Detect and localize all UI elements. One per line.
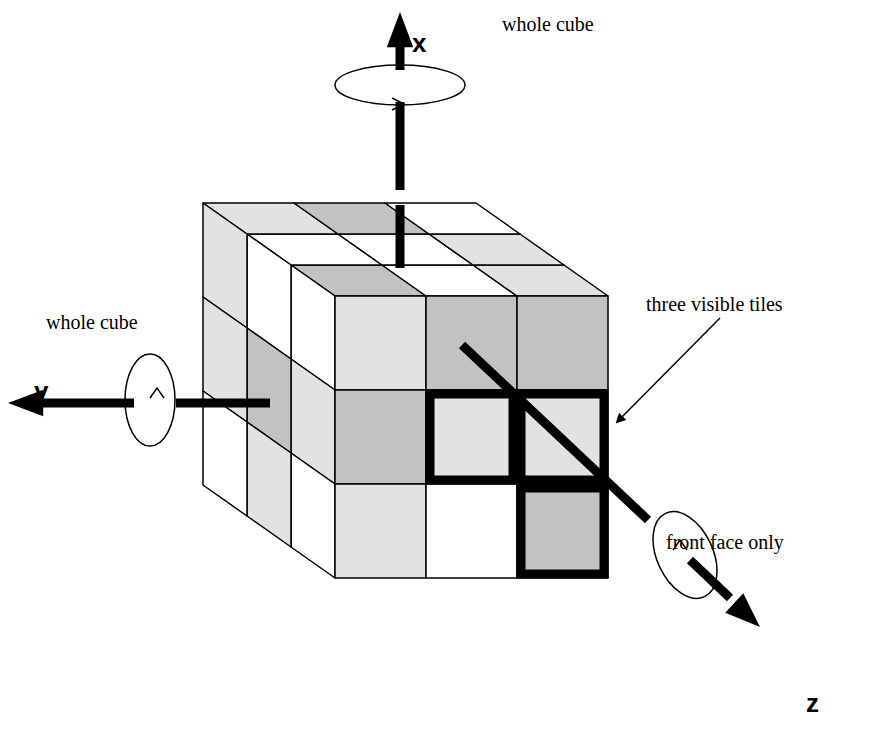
front-tile <box>426 390 517 484</box>
rotation-ellipse <box>125 354 175 446</box>
rotation-arrow <box>150 388 164 398</box>
y-axis <box>40 399 134 408</box>
z-axis <box>462 345 648 520</box>
side-tile <box>203 391 247 516</box>
side-tile <box>291 453 335 578</box>
rotation-ellipse <box>640 501 730 608</box>
annotation-label: whole cube <box>46 312 138 332</box>
top-tile <box>429 234 564 265</box>
x-axis <box>396 45 405 70</box>
front-tile <box>335 296 426 390</box>
annotation-label: front face only <box>666 532 784 552</box>
front-tile <box>426 484 517 578</box>
axis-label: z <box>806 690 819 716</box>
top-tile <box>473 265 608 296</box>
front-tile <box>335 390 426 484</box>
axis-arrowhead <box>387 12 413 47</box>
annotation-label: whole cube <box>502 14 594 34</box>
front-tile <box>335 484 426 578</box>
x-axis <box>396 102 405 190</box>
annotation-label: three visible tiles <box>646 294 783 314</box>
front-tile <box>426 296 517 390</box>
axis-label: y <box>34 378 48 404</box>
highlighted-tile <box>521 488 604 574</box>
side-tile <box>247 422 291 547</box>
rotation-arrow <box>392 98 404 110</box>
axis-arrowhead <box>725 593 760 627</box>
front-tile <box>517 484 608 578</box>
top-tile <box>385 203 520 234</box>
leader-arrow <box>617 318 720 422</box>
axis-label: x <box>412 30 426 56</box>
front-tile <box>517 296 608 390</box>
y-axis <box>176 399 270 408</box>
highlighted-tile <box>430 394 513 480</box>
rotation-ellipse <box>335 65 465 105</box>
x-axis <box>396 205 405 268</box>
